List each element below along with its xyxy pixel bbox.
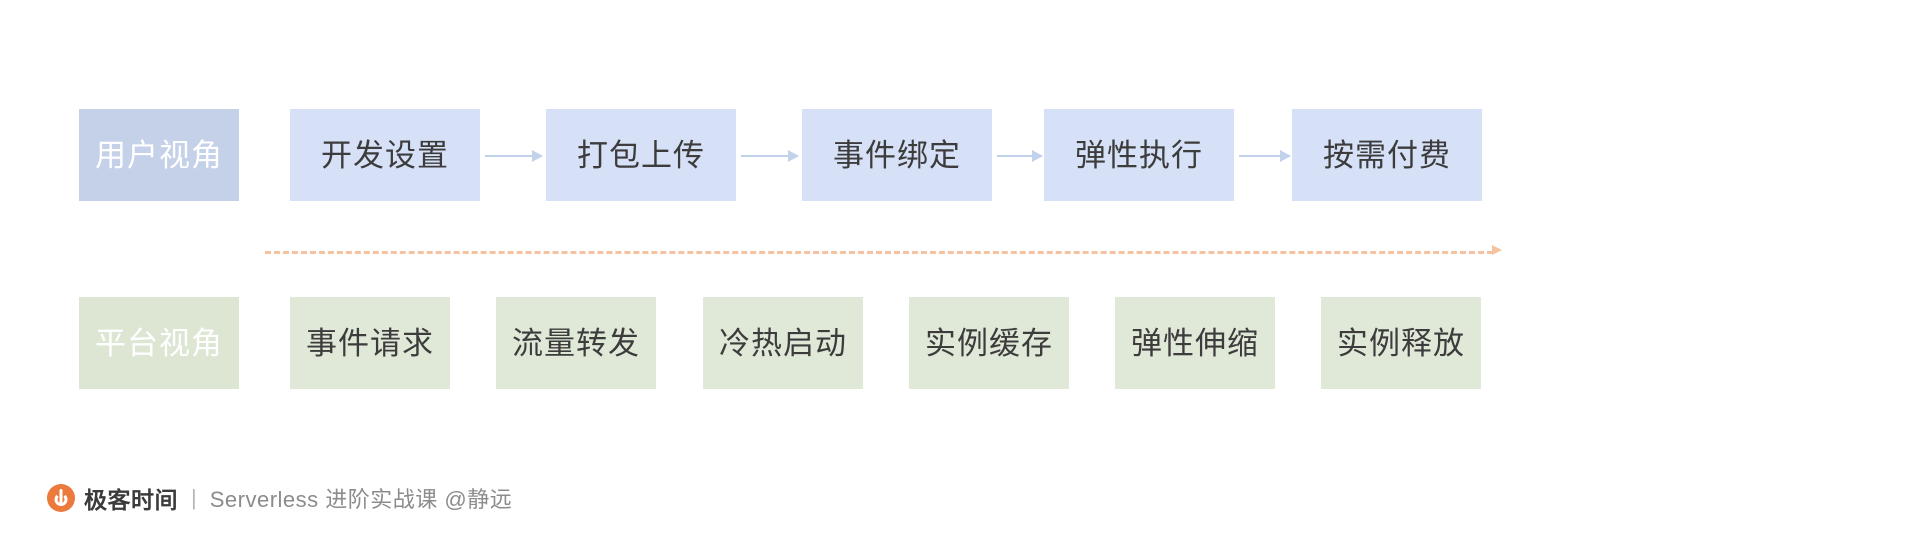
footer-watermark: 极客时间 | Serverless 进阶实战课 @静远: [47, 481, 512, 515]
node-platform-step-3[interactable]: 冷热启动: [703, 297, 863, 389]
node-user-step-4[interactable]: 弹性执行: [1044, 109, 1234, 201]
node-user-step-3[interactable]: 事件绑定: [802, 109, 992, 201]
perspective-divider-arrow-icon: [1492, 245, 1502, 255]
perspective-divider-line: [265, 251, 1493, 254]
node-platform-step-5[interactable]: 弹性伸缩: [1115, 297, 1275, 389]
arrow-user-step-3-to-4: [997, 150, 1043, 162]
node-platform-step-2[interactable]: 流量转发: [496, 297, 656, 389]
node-platform-step-6[interactable]: 实例释放: [1321, 297, 1481, 389]
footer-course-title: Serverless 进阶实战课 @静远: [209, 487, 513, 512]
footer-brand-name: 极客时间: [84, 487, 178, 513]
node-user-step-1[interactable]: 开发设置: [290, 109, 480, 201]
node-user-step-5[interactable]: 按需付费: [1292, 109, 1482, 201]
legend-chip-platform-perspective: 平台视角: [79, 297, 239, 389]
legend-chip-user-perspective: 用户视角: [79, 109, 239, 201]
node-platform-step-4[interactable]: 实例缓存: [909, 297, 1069, 389]
geektime-logo-icon: [47, 484, 75, 512]
arrow-user-step-2-to-3: [741, 150, 799, 162]
arrow-user-step-1-to-2: [485, 150, 543, 162]
arrow-user-step-4-to-5: [1239, 150, 1291, 162]
node-platform-step-1[interactable]: 事件请求: [290, 297, 450, 389]
footer-separator: |: [191, 485, 197, 510]
node-user-step-2[interactable]: 打包上传: [546, 109, 736, 201]
